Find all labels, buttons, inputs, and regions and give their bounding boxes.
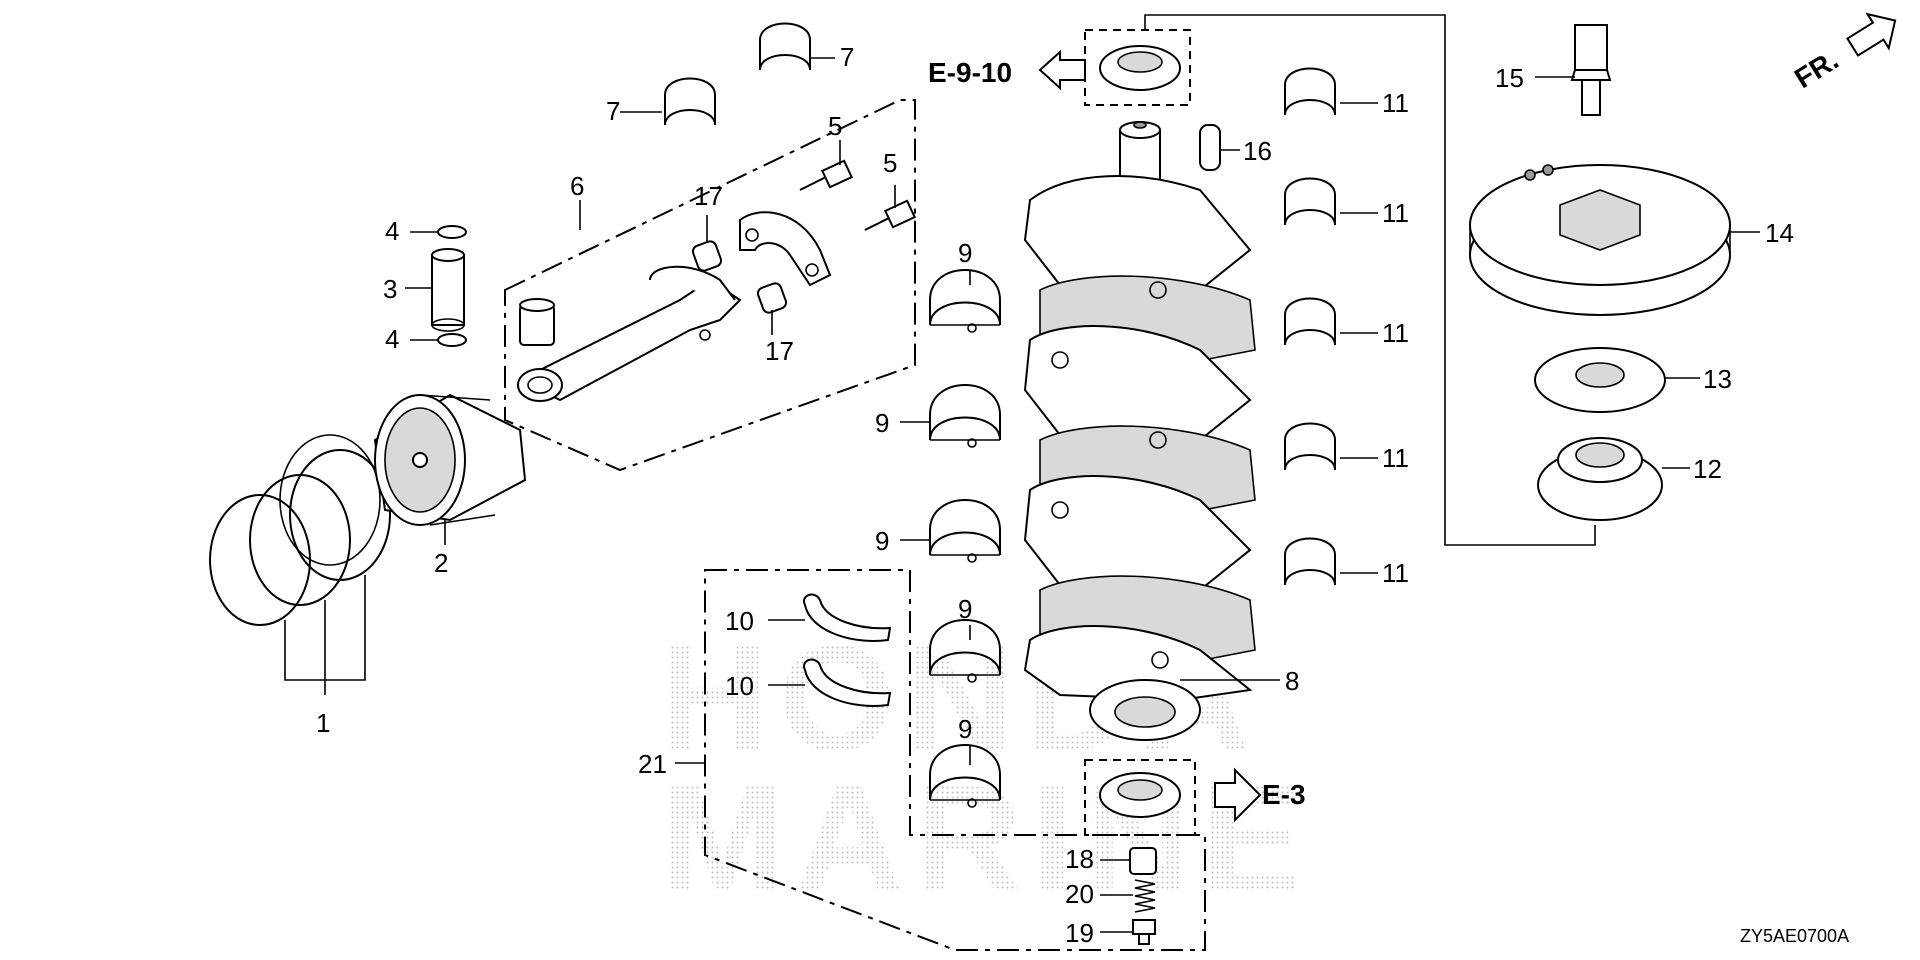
callout-5a: 5 — [828, 111, 842, 141]
callout-4a: 4 — [385, 216, 399, 246]
callout-11a: 11 — [1382, 88, 1409, 118]
callout-16: 16 — [1243, 136, 1272, 166]
callout-13: 13 — [1703, 364, 1732, 394]
pin-clip-lower — [437, 333, 467, 347]
journal-bearing-2 — [1284, 177, 1336, 226]
dowel-pins — [691, 240, 788, 314]
callout-14: 14 — [1765, 218, 1794, 248]
callout-7b: 7 — [606, 96, 620, 126]
journal-bearing-5 — [1284, 537, 1336, 586]
main-bearing-1 — [929, 269, 1001, 333]
pin-clip-upper — [437, 225, 467, 239]
piston-pin — [431, 248, 465, 332]
oil-plug — [1129, 847, 1157, 875]
callout-9d: 9 — [958, 594, 972, 624]
callout-2: 2 — [434, 548, 448, 578]
sealing-bolt — [1132, 919, 1156, 945]
callout-1: 1 — [316, 708, 330, 738]
callout-9e: 9 — [958, 714, 972, 744]
front-label: FR. — [1789, 44, 1844, 94]
rod-bearing-lower — [664, 77, 716, 126]
front-indicator: FR. — [1789, 12, 1897, 94]
timing-gear — [1537, 437, 1663, 521]
callout-20: 20 — [1065, 879, 1094, 909]
callout-11e: 11 — [1382, 558, 1409, 588]
callout-18: 18 — [1065, 844, 1094, 874]
pulser-rotor — [1534, 347, 1666, 413]
callout-10a: 10 — [725, 606, 754, 636]
callout-6: 6 — [570, 171, 584, 201]
callout-11d: 11 — [1382, 443, 1409, 473]
callout-21: 21 — [638, 749, 667, 779]
main-bearing-3 — [929, 499, 1001, 563]
callout-9c: 9 — [875, 526, 889, 556]
upper-oil-seal — [1099, 45, 1181, 91]
callout-10b: 10 — [725, 671, 754, 701]
callout-17b: 17 — [765, 336, 794, 366]
callout-12: 12 — [1693, 454, 1722, 484]
lower-oil-seal — [1099, 772, 1181, 818]
callout-8: 8 — [1285, 666, 1299, 696]
arrow-lower-ref — [1214, 767, 1262, 823]
journal-bearing-4 — [1284, 422, 1336, 471]
main-bearing-2 — [929, 384, 1001, 448]
callout-11c: 11 — [1382, 318, 1409, 348]
callout-4b: 4 — [385, 324, 399, 354]
journal-bearing-3 — [1284, 297, 1336, 346]
callout-17a: 17 — [694, 181, 723, 211]
piston — [373, 393, 527, 526]
ref-upper: E-9-10 — [928, 57, 1012, 88]
ref-lower: E-3 — [1262, 779, 1306, 810]
connecting-rod — [517, 265, 742, 402]
thrust-washers — [803, 593, 892, 707]
crankshaft-pulley — [1469, 164, 1731, 316]
callout-11b: 11 — [1382, 198, 1409, 228]
rod-bearing-upper — [759, 22, 811, 71]
rod-cap — [739, 211, 832, 287]
journal-bearing-1 — [1284, 67, 1336, 116]
piston-rings — [209, 434, 391, 695]
relief-spring — [1134, 879, 1156, 913]
pulley-bolt — [1570, 24, 1612, 116]
rod-bolts — [799, 159, 917, 231]
callout-7a: 7 — [840, 42, 854, 72]
callout-9b: 9 — [875, 408, 889, 438]
diagram-code: ZY5AE0700A — [1740, 926, 1849, 946]
callout-5b: 5 — [883, 148, 897, 178]
callout-15: 15 — [1495, 63, 1524, 93]
crankshaft — [1023, 121, 1256, 741]
callout-19: 19 — [1065, 918, 1094, 948]
lower-seal-box — [1084, 759, 1196, 836]
callout-9a: 9 — [958, 238, 972, 268]
arrow-upper-ref — [1038, 49, 1086, 91]
woodruff-key — [1199, 124, 1221, 171]
callout-3: 3 — [383, 274, 397, 304]
